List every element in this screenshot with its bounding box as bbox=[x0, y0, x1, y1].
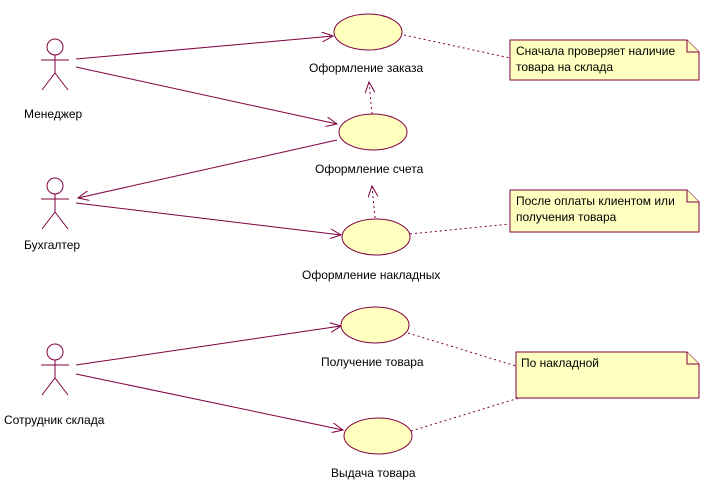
assoc-invoice-accountant bbox=[78, 139, 338, 198]
assoc-accountant-waybill bbox=[75, 202, 341, 235]
assoc-warehouse-issue bbox=[75, 373, 343, 430]
usecase-waybill-label: Оформление накладных bbox=[302, 268, 440, 282]
usecase-waybill: Оформление накладных bbox=[302, 218, 440, 282]
usecase-receive-label: Получение товара bbox=[321, 355, 424, 369]
note-2-line-1: После оплаты клиентом или bbox=[516, 194, 675, 208]
dependency-waybill-invoice bbox=[372, 186, 375, 219]
note3-connector-issue bbox=[410, 397, 520, 432]
note-2-line-2: получения товара bbox=[516, 210, 617, 224]
actor-warehouse: Сотрудник склада bbox=[4, 343, 105, 427]
note-3-line-1: По накладной bbox=[521, 356, 599, 370]
note-1: Сначала проверяет наличие товара на скла… bbox=[509, 39, 700, 81]
dependency-invoice-order bbox=[369, 82, 372, 115]
assoc-manager-order bbox=[75, 36, 333, 60]
actor-manager-label: Менеджер bbox=[24, 107, 83, 121]
note-2: После оплаты клиентом или получения това… bbox=[509, 189, 700, 233]
usecase-order-label: Оформление заказа bbox=[309, 61, 424, 75]
note-1-line-2: товара на склада bbox=[516, 60, 613, 74]
assoc-manager-invoice bbox=[75, 66, 337, 124]
note3-connector-receive bbox=[407, 332, 517, 367]
note-1-line-1: Сначала проверяет наличие bbox=[516, 44, 676, 58]
note2-connector bbox=[409, 223, 511, 235]
usecase-issue-label: Выдача товара bbox=[331, 466, 416, 480]
note-3: По накладной bbox=[515, 351, 700, 399]
usecase-order: Оформление заказа bbox=[309, 13, 424, 75]
assoc-warehouse-receive bbox=[75, 326, 341, 366]
actor-accountant: Бухгалтер bbox=[24, 177, 80, 252]
usecase-invoice: Оформление счета bbox=[315, 113, 424, 176]
actor-accountant-label: Бухгалтер bbox=[24, 238, 80, 252]
note1-connector bbox=[403, 34, 511, 59]
usecase-invoice-label: Оформление счета bbox=[315, 162, 424, 176]
usecase-receive: Получение товара bbox=[321, 306, 424, 369]
actor-warehouse-label: Сотрудник склада bbox=[4, 413, 105, 427]
actor-manager: Менеджер bbox=[24, 38, 83, 121]
usecase-issue: Выдача товара bbox=[331, 417, 416, 480]
